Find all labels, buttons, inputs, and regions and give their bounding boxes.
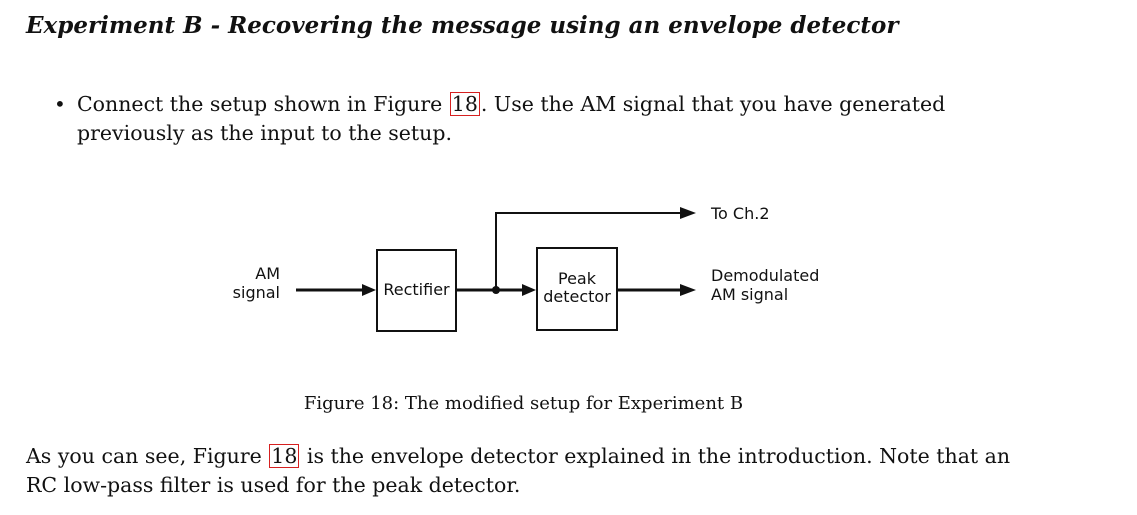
peak-detector-block (536, 247, 618, 331)
paragraph-text-start: As you can see, Figure (26, 444, 269, 468)
envelope-detector-diagram: AM signal Rectifier To Ch.2 Peak detecto… (200, 192, 900, 372)
figure-18-link-inline[interactable]: 18 (269, 444, 300, 468)
figure-caption: Figure 18: The modified setup for Experi… (303, 393, 744, 414)
rectifier-label: Rectifier (383, 280, 450, 299)
paragraph-text-end: is the envelope detector explained in th… (26, 444, 1011, 497)
instruction-text-start: Connect the setup shown in Figure (77, 92, 449, 116)
rectifier-block (376, 249, 457, 332)
section-heading: Experiment B - Recovering the message us… (26, 12, 899, 39)
instruction-text-end: . Use the AM signal that you have genera… (77, 92, 946, 145)
output-arrowhead-icon (680, 284, 696, 296)
output-label-line1: Demodulated (711, 266, 819, 285)
bullet-icon: • (54, 92, 66, 116)
top-output-label: To Ch.2 (710, 204, 770, 223)
input-arrowhead-icon (362, 284, 376, 296)
figure-18-link[interactable]: 18 (449, 92, 480, 116)
peak-input-arrowhead-icon (522, 284, 536, 296)
top-arrowhead-icon (680, 207, 696, 219)
peak-label-line2: detector (543, 287, 611, 306)
input-label: AM signal (233, 264, 280, 302)
instruction-list: • Connect the setup shown in Figure 18. … (52, 90, 1042, 148)
explanation-paragraph: As you can see, Figure 18 is the envelop… (26, 442, 1036, 500)
input-label-line1: AM (255, 264, 280, 283)
input-label-line2: signal (233, 283, 280, 302)
instruction-item: • Connect the setup shown in Figure 18. … (52, 90, 1042, 148)
peak-label-line1: Peak (558, 269, 597, 288)
output-label-line2: AM signal (711, 285, 788, 304)
